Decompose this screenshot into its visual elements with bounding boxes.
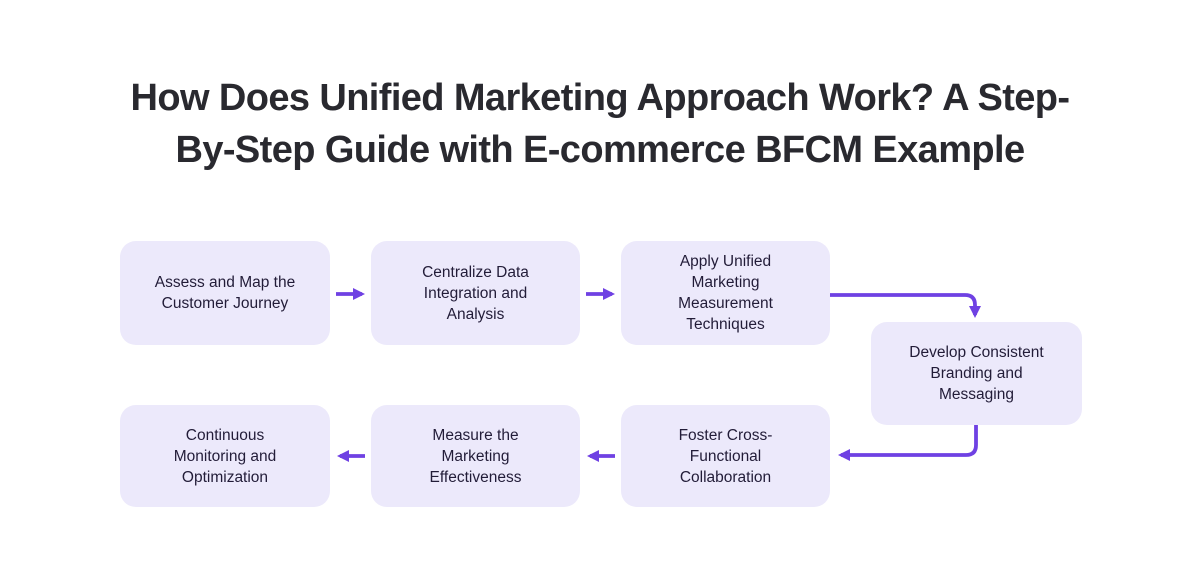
flow-step-7-continuous-optimization: Continuous Monitoring and Optimization (120, 405, 330, 507)
arrow-step3-to-step4-elbow (830, 293, 981, 318)
flow-step-4-branding-messaging: Develop Consistent Branding and Messagin… (871, 322, 1082, 425)
flow-step-6-measure-effectiveness: Measure the Marketing Effectiveness (371, 405, 580, 507)
diagram-title: How Does Unified Marketing Approach Work… (130, 77, 1071, 171)
arrow-step4-to-step5-elbow (838, 425, 978, 461)
flow-step-1-assess-journey: Assess and Map the Customer Journey (120, 241, 330, 345)
flow-step-5-cross-functional: Foster Cross- Functional Collaboration (621, 405, 830, 507)
flow-step-3-apply-umm: Apply Unified Marketing Measurement Tech… (621, 241, 830, 345)
flow-step-2-centralize-data: Centralize Data Integration and Analysis (371, 241, 580, 345)
